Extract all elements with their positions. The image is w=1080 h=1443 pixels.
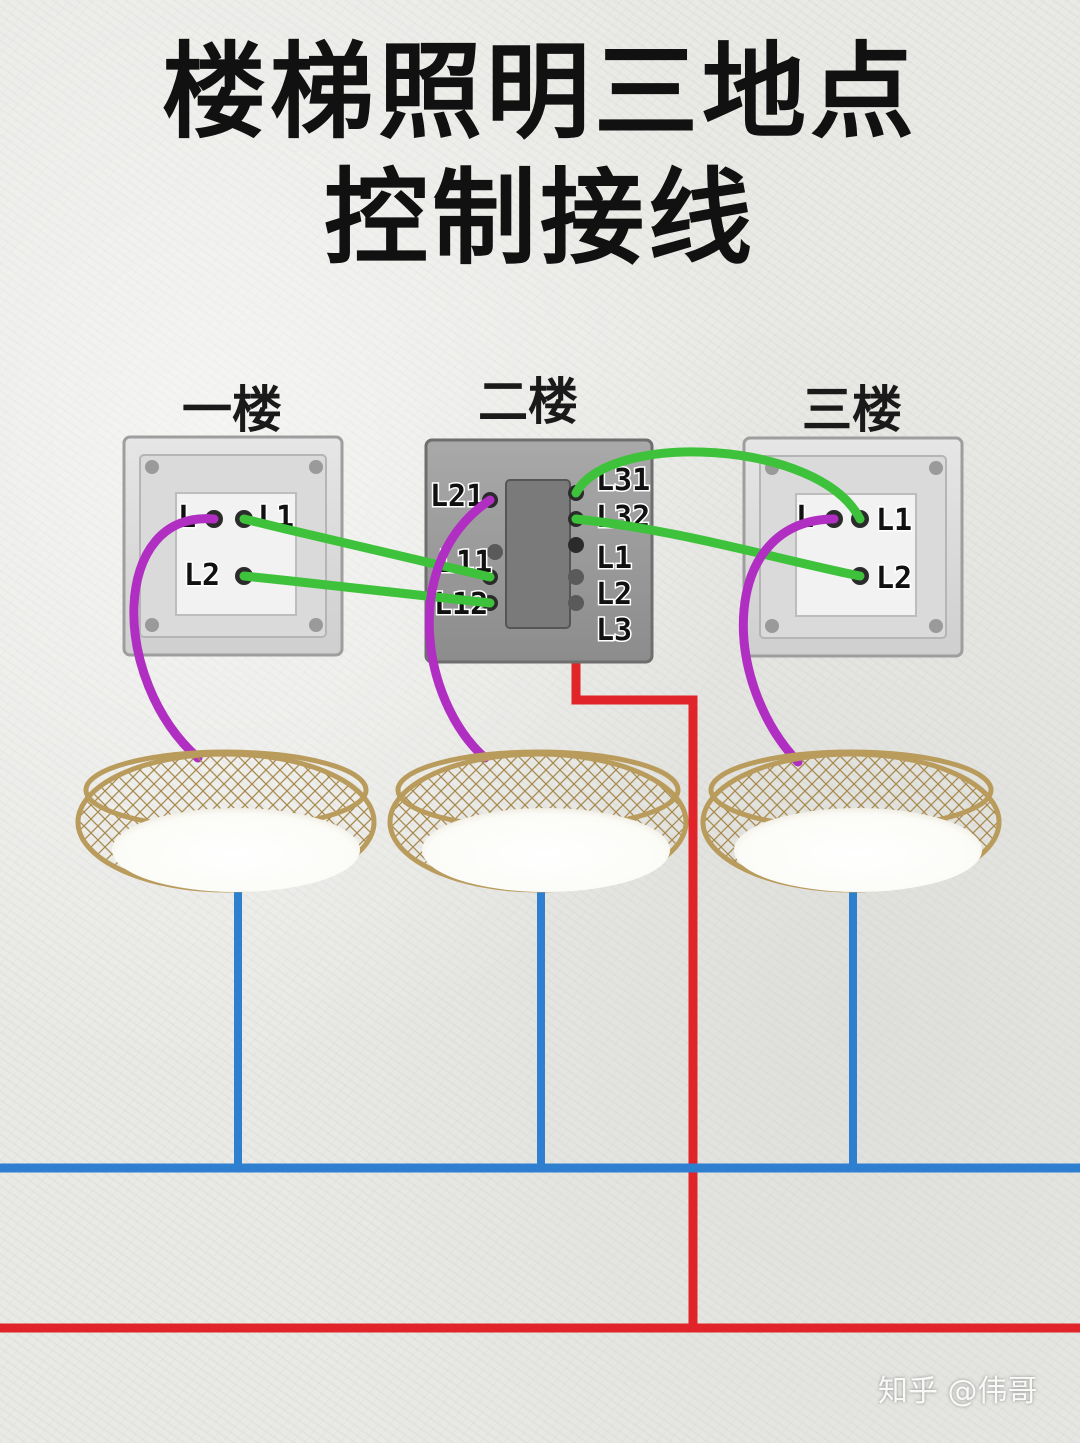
- lamp-second-floor: [387, 749, 689, 893]
- switch1-terminal-l2: L2: [184, 558, 220, 593]
- switch2-terminal-l2: L2: [596, 577, 632, 612]
- switch3-terminal-l2: L2: [876, 561, 912, 596]
- switch-second-floor: L21 L11 L12 L31 L32 L1 L2 L3: [424, 438, 654, 664]
- switch-third-floor: L L1 L2: [742, 436, 964, 658]
- floor-label-second: 二楼: [478, 373, 578, 431]
- switch2-terminal-l1: L1: [596, 541, 632, 576]
- traveler-wires: [239, 447, 865, 608]
- floor-label-first: 一楼: [182, 381, 282, 439]
- switch3-terminal-l1: L1: [876, 503, 912, 538]
- watermark: 知乎 @伟哥: [878, 1374, 1038, 1409]
- title-line-1: 楼梯照明三地点: [161, 31, 918, 153]
- switch2-terminal-l3: L3: [596, 613, 632, 648]
- neutral-wire: [0, 890, 1080, 1173]
- lamp-third-floor: [700, 749, 1002, 893]
- lamp-first-floor: [75, 749, 377, 893]
- title-line-2: 控制接线: [323, 157, 756, 279]
- lamp-feed-wires: [129, 495, 839, 767]
- switch-first-floor: L L1 L2: [122, 435, 344, 657]
- floor-label-third: 三楼: [802, 381, 902, 439]
